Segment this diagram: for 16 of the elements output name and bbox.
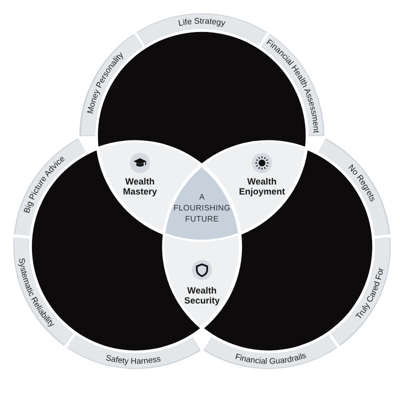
ring-segment (14, 139, 86, 236)
segment-label: Safety Harness (105, 352, 162, 366)
ring-segment (14, 237, 74, 346)
region-label: Wealth Enjoyment (238, 176, 285, 198)
ring-segment (330, 237, 390, 346)
region-label: Wealth Security (184, 285, 220, 306)
center-region (165, 166, 239, 240)
center-label: A FLOURISHING FUTURE (174, 191, 230, 224)
overlap-region (164, 235, 240, 327)
ring-segment (318, 139, 390, 236)
segment-label: Financial Guardrails (234, 350, 308, 366)
ring-segment (67, 334, 200, 368)
ring-segment (204, 334, 337, 368)
region-label: Wealth Mastery (122, 176, 157, 198)
segment-label: Life Strategy (178, 16, 226, 28)
ring-segment (137, 14, 267, 46)
